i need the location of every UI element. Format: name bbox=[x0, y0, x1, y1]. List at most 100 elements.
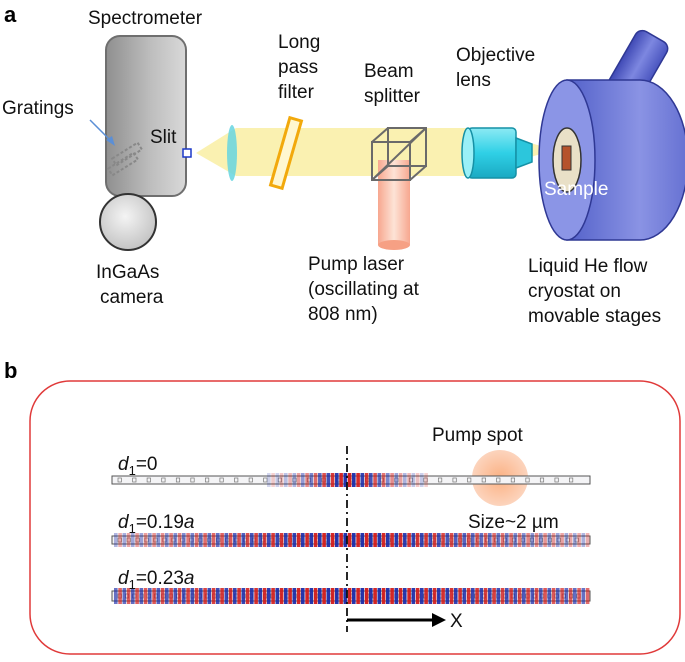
mode-field-stripe bbox=[326, 533, 331, 547]
label-cryostat-line1: Liquid He flow bbox=[528, 256, 648, 277]
mode-field-stripe bbox=[364, 533, 369, 547]
air-hole bbox=[132, 477, 137, 483]
mode-field-stripe bbox=[539, 533, 543, 547]
mode-field-stripe bbox=[420, 473, 424, 487]
mode-field-stripe bbox=[394, 588, 399, 604]
mode-field-stripe bbox=[573, 533, 577, 547]
mode-field-stripe bbox=[398, 533, 403, 547]
mode-field-stripe bbox=[428, 588, 433, 604]
mode-field-stripe bbox=[483, 588, 488, 604]
mode-field-stripe bbox=[267, 588, 271, 604]
mode-field-stripe bbox=[420, 533, 424, 547]
mode-field-stripe bbox=[254, 533, 258, 547]
air-hole bbox=[538, 537, 543, 543]
mode-field-stripe bbox=[543, 533, 547, 547]
mode-field-stripe bbox=[369, 473, 373, 487]
mode-field-stripe bbox=[381, 473, 386, 487]
label-objective-line1: Objective bbox=[456, 45, 535, 66]
mode-field-stripe bbox=[381, 533, 386, 547]
mode-field-stripe bbox=[211, 533, 216, 547]
label-cryostat-line2: cryostat on bbox=[528, 281, 621, 302]
mode-field-stripe bbox=[369, 588, 373, 604]
mode-field-stripe bbox=[318, 533, 322, 547]
waveguide-row-1 bbox=[111, 473, 591, 487]
mode-field-stripe bbox=[500, 533, 505, 547]
mode-field-stripe bbox=[479, 588, 484, 604]
mode-field-stripe bbox=[199, 588, 203, 604]
pump-laser-beam bbox=[378, 160, 410, 245]
mode-field-stripe bbox=[428, 533, 433, 547]
label-slit: Slit bbox=[150, 127, 177, 148]
spectrometer-box bbox=[105, 35, 187, 197]
air-hole bbox=[481, 477, 486, 483]
mode-field-stripe bbox=[207, 533, 212, 547]
air-hole bbox=[277, 477, 282, 483]
mode-field-stripe bbox=[271, 588, 275, 604]
label-cryostat-line3: movable stages bbox=[528, 306, 661, 327]
mode-field-stripe bbox=[339, 473, 343, 487]
row-2-suffix: a bbox=[184, 512, 195, 533]
mode-field-stripe bbox=[275, 533, 280, 547]
mode-field-stripe bbox=[466, 588, 471, 604]
mode-field-stripe bbox=[568, 588, 573, 604]
air-hole bbox=[219, 477, 224, 483]
mode-field-stripe bbox=[505, 588, 509, 604]
mode-field-stripe bbox=[534, 588, 539, 604]
air-hole bbox=[292, 477, 297, 483]
mode-field-stripe bbox=[135, 533, 139, 547]
label-pump-line1: Pump laser bbox=[308, 254, 405, 275]
mode-field-stripe bbox=[309, 588, 314, 604]
air-hole bbox=[556, 537, 561, 543]
mode-field-stripe bbox=[386, 588, 390, 604]
mode-field-stripe bbox=[169, 588, 173, 604]
mode-field-stripe bbox=[233, 588, 237, 604]
mode-field-stripe bbox=[492, 588, 496, 604]
mode-field-stripe bbox=[394, 533, 399, 547]
mode-field-stripe bbox=[182, 533, 186, 547]
mode-field-stripe bbox=[177, 588, 182, 604]
mode-field-stripe bbox=[568, 533, 573, 547]
mode-field-stripe bbox=[279, 588, 284, 604]
focusing-lens bbox=[227, 125, 237, 181]
mode-field-stripe bbox=[339, 533, 343, 547]
mode-field-stripe bbox=[415, 533, 420, 547]
mode-field-stripe bbox=[135, 588, 139, 604]
mode-field-stripe bbox=[496, 588, 501, 604]
mode-field-stripe bbox=[173, 588, 178, 604]
mode-field-stripe bbox=[343, 473, 348, 487]
mode-field-stripe bbox=[275, 473, 280, 487]
mode-field-stripe bbox=[483, 533, 488, 547]
mode-field-stripe bbox=[403, 533, 407, 547]
label-gratings: Gratings bbox=[2, 98, 74, 119]
air-hole bbox=[248, 477, 253, 483]
mode-field-stripe bbox=[573, 588, 577, 604]
mode-field-stripe bbox=[454, 588, 458, 604]
mode-field-stripe bbox=[424, 473, 428, 487]
x-axis-label: X bbox=[450, 611, 463, 632]
mode-field-stripe bbox=[152, 588, 156, 604]
mode-field-stripe bbox=[466, 533, 471, 547]
mode-field-stripe bbox=[424, 533, 428, 547]
label-filter-line2: pass bbox=[278, 57, 318, 78]
air-hole bbox=[234, 477, 239, 483]
mode-field-stripe bbox=[415, 588, 420, 604]
mode-field-stripe bbox=[301, 588, 305, 604]
mode-field-stripe bbox=[301, 473, 305, 487]
mode-field-stripe bbox=[284, 473, 288, 487]
air-hole bbox=[529, 537, 534, 543]
mode-field-stripe bbox=[322, 588, 326, 604]
mode-field-stripe bbox=[194, 588, 199, 604]
mode-field-stripe bbox=[288, 588, 292, 604]
mode-field-stripe bbox=[203, 533, 207, 547]
mode-field-stripe bbox=[305, 473, 309, 487]
mode-field-stripe bbox=[194, 533, 199, 547]
row-1-var: d bbox=[118, 454, 130, 475]
panel-a-letter: a bbox=[4, 2, 17, 27]
mode-field-stripe bbox=[475, 533, 479, 547]
mode-field-stripe bbox=[377, 533, 382, 547]
mode-field-stripe bbox=[322, 533, 326, 547]
row-label-1: d1=0 bbox=[118, 454, 157, 478]
mode-field-stripe bbox=[373, 473, 377, 487]
label-size: Size~2 µm bbox=[468, 512, 559, 533]
